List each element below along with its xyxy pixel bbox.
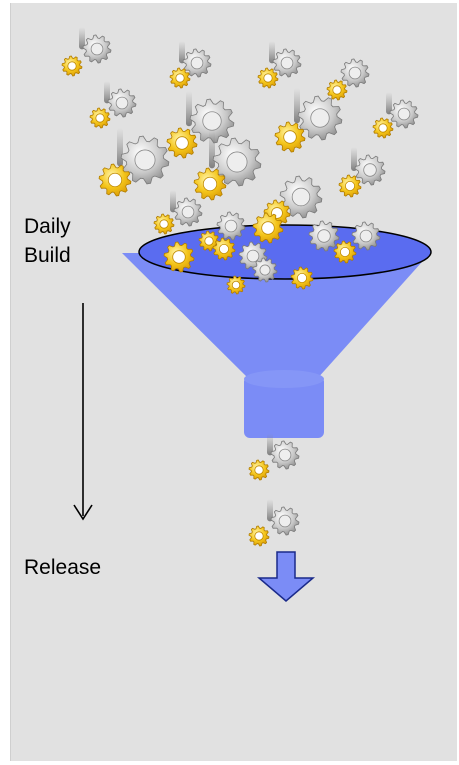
gear-icon (153, 213, 175, 235)
gear-icon (351, 147, 386, 186)
gear-icon (267, 433, 300, 470)
gear-icon (340, 58, 370, 88)
gear-icon (290, 266, 314, 290)
release-label: Release (24, 556, 102, 579)
gear-icon (117, 128, 170, 185)
gear-icon (89, 107, 111, 129)
gear-icon (212, 237, 236, 261)
gear-icon (333, 240, 357, 264)
gear-icon (79, 27, 112, 64)
gear-icon (269, 41, 302, 78)
daily-build-label: Daily Build (24, 215, 71, 267)
gear-icon (169, 67, 191, 89)
gear-icon (294, 88, 343, 141)
gear-icon (338, 174, 362, 198)
gear-icon (98, 163, 132, 197)
gear-icon (226, 275, 246, 295)
gear-icon (308, 220, 340, 252)
gear-icon (257, 67, 279, 89)
gear-icon (351, 221, 381, 251)
gear-icon (216, 211, 246, 241)
gear-icon (179, 41, 212, 78)
gear-icon (252, 257, 278, 283)
timeline-arrow-icon (73, 303, 93, 521)
gear-icon (248, 459, 270, 481)
gear-icon (326, 79, 348, 101)
gear-icon (209, 130, 262, 187)
gear-icon (279, 175, 323, 219)
gear-icon (386, 92, 419, 129)
gear-icon (372, 117, 394, 139)
gear-icon (252, 212, 284, 244)
gear-icon (267, 499, 300, 536)
gear-icon (186, 91, 235, 144)
gear-icon (166, 127, 198, 159)
gear-icon (104, 81, 137, 118)
gear-icon (274, 121, 306, 153)
gears-group (61, 27, 419, 547)
down-arrow-icon (256, 551, 316, 602)
gear-icon (170, 190, 203, 227)
gear-icon (163, 241, 195, 273)
gear-icon (248, 525, 270, 547)
gear-icon (61, 55, 83, 77)
gear-icon (193, 167, 227, 201)
